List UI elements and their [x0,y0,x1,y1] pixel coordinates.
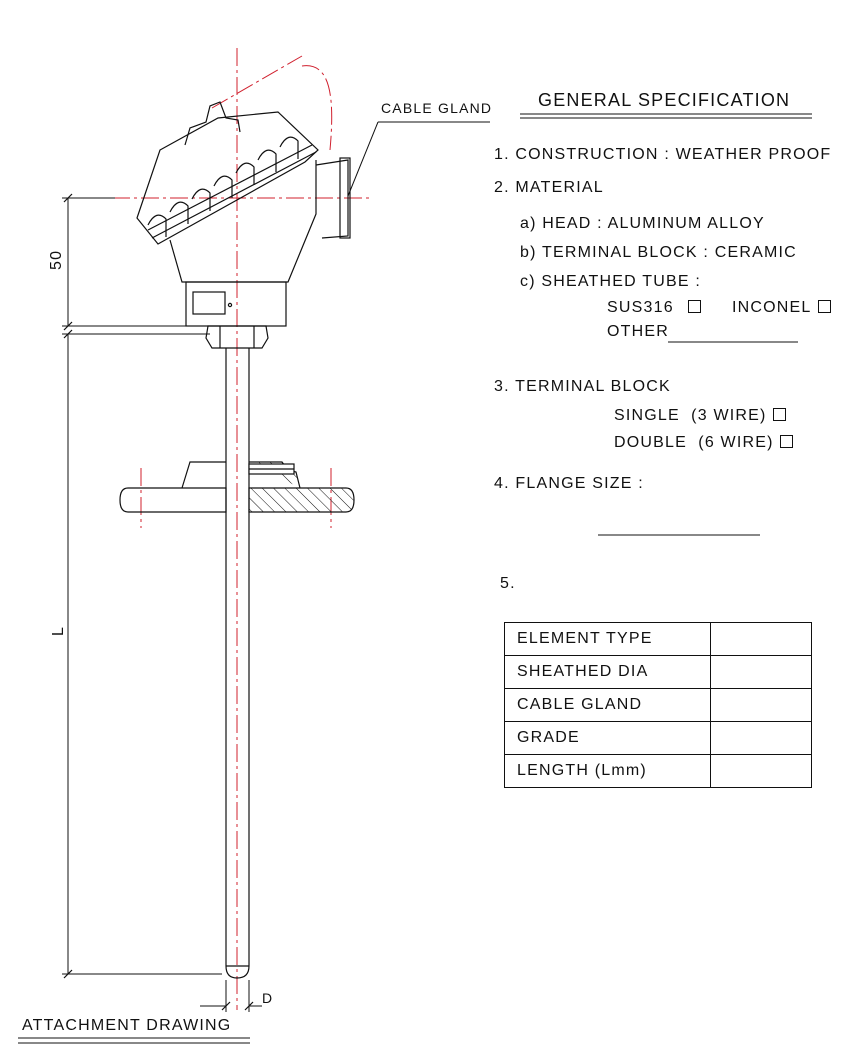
sheath-tube [225,348,250,979]
row-label: GRADE [504,721,711,755]
flange [119,461,355,513]
double-checkbox[interactable] [779,435,793,448]
spec-item-1: 1. CONSTRUCTION : WEATHER PROOF [494,146,832,163]
drawing-title: ATTACHMENT DRAWING [22,1017,232,1034]
dimension-arrows [63,193,254,1011]
row-label: CABLE GLAND [504,688,711,722]
sus316-checkbox[interactable] [687,300,701,313]
row-value-cell[interactable] [710,721,812,755]
spec-item-5: 5. [500,575,516,592]
option-other: OTHER [607,323,669,340]
spec-item-4: 4. FLANGE SIZE : [494,475,644,492]
option-inconel: INCONEL [732,299,831,317]
dim-diameter: D [262,990,274,1006]
single-checkbox[interactable] [772,408,786,421]
terminal-head [136,101,351,349]
dim-head-height: 50 [48,249,65,270]
row-label: SHEATHED DIA [504,655,711,689]
dim-length: L [50,625,67,636]
option-double: DOUBLE (6 WIRE) [614,434,793,452]
row-value-cell[interactable] [710,655,812,689]
row-value-cell[interactable] [710,622,812,656]
table-row: LENGTH (Lmm) [504,754,812,788]
lid-fins [147,136,299,237]
table-row: GRADE [504,721,812,755]
spec-item-2: 2. MATERIAL [494,179,604,196]
table-row: SHEATHED DIA [504,655,812,689]
row-label: LENGTH (Lmm) [504,754,711,788]
option-single: SINGLE (3 WIRE) [614,407,786,425]
spec-item-3: 3. TERMINAL BLOCK [494,378,671,395]
center-lines [112,48,372,1010]
spec-item-2b: b) TERMINAL BLOCK : CERAMIC [520,244,797,261]
spec-item-2a: a) HEAD : ALUMINUM ALLOY [520,215,765,232]
row-value-cell[interactable] [710,688,812,722]
inconel-checkbox[interactable] [817,300,831,313]
row-label: ELEMENT TYPE [504,622,711,656]
cable-gland-label: CABLE GLAND [381,100,493,116]
spec-item-2c: c) SHEATHED TUBE : [520,273,702,290]
row-value-cell[interactable] [710,754,812,788]
option-sus316: SUS316 [607,299,701,317]
table-row: ELEMENT TYPE [504,622,812,656]
spec-heading: GENERAL SPECIFICATION [538,90,791,110]
table-row: CABLE GLAND [504,688,812,722]
spec-table: ELEMENT TYPE SHEATHED DIA CABLE GLAND GR… [504,622,812,788]
